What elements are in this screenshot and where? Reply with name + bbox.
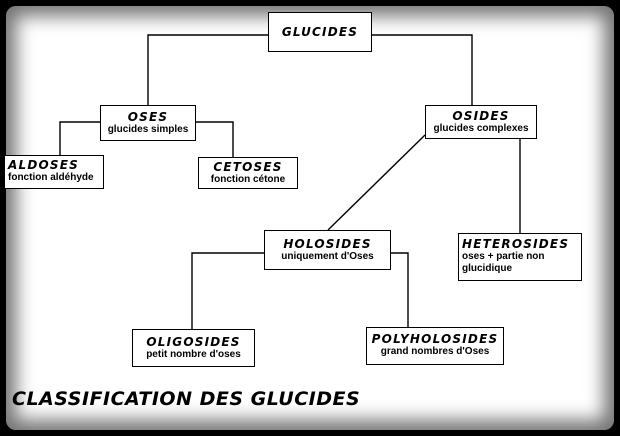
node-polyholosides: POLYHOLOSIDES grand nombres d'Oses xyxy=(366,327,504,365)
node-cetoses: CETOSES fonction cétone xyxy=(198,157,298,189)
node-title: OSIDES xyxy=(452,109,510,123)
node-oligosides: OLIGOSIDES petit nombre d'oses xyxy=(132,329,255,367)
link-glucides-oses xyxy=(147,34,268,105)
node-title: ALDOSES xyxy=(8,158,79,172)
node-aldoses: ALDOSES fonction aldéhyde xyxy=(4,155,104,189)
node-title: HETEROSIDES xyxy=(462,237,570,251)
diagram-paper xyxy=(6,6,614,430)
diagram-caption: CLASSIFICATION DES GLUCIDES xyxy=(12,388,361,410)
link-holosides-oligosides xyxy=(191,252,264,329)
node-subtitle: uniquement d'Oses xyxy=(281,251,374,262)
node-title: GLUCIDES xyxy=(281,25,359,39)
node-title: OLIGOSIDES xyxy=(146,335,241,349)
node-title: HOLOSIDES xyxy=(283,237,372,251)
node-title: POLYHOLOSIDES xyxy=(371,332,499,346)
link-oses-aldoses xyxy=(59,121,100,155)
node-title: CETOSES xyxy=(213,160,283,174)
node-subtitle: glucides complexes xyxy=(433,123,529,134)
link-osides-holosides xyxy=(327,134,426,231)
node-heterosides: HETEROSIDES oses + partie non glucidique xyxy=(458,233,582,281)
node-subtitle-line2: glucidique xyxy=(462,263,512,274)
node-subtitle: glucides simples xyxy=(107,124,189,135)
link-oses-cetoses xyxy=(196,121,234,157)
node-glucides: GLUCIDES xyxy=(268,12,372,52)
node-subtitle: petit nombre d'oses xyxy=(146,349,241,360)
node-subtitle-line1: oses + partie non xyxy=(462,251,545,262)
node-osides: OSIDES glucides complexes xyxy=(425,105,537,139)
node-title: OSES xyxy=(127,110,169,124)
node-subtitle: fonction cétone xyxy=(210,174,286,185)
node-subtitle: grand nombres d'Oses xyxy=(380,346,490,357)
link-glucides-osides xyxy=(372,34,473,105)
node-oses: OSES glucides simples xyxy=(100,105,196,141)
link-holosides-polyholosides xyxy=(391,252,409,327)
node-subtitle: fonction aldéhyde xyxy=(8,172,94,183)
node-holosides: HOLOSIDES uniquement d'Oses xyxy=(264,230,391,270)
